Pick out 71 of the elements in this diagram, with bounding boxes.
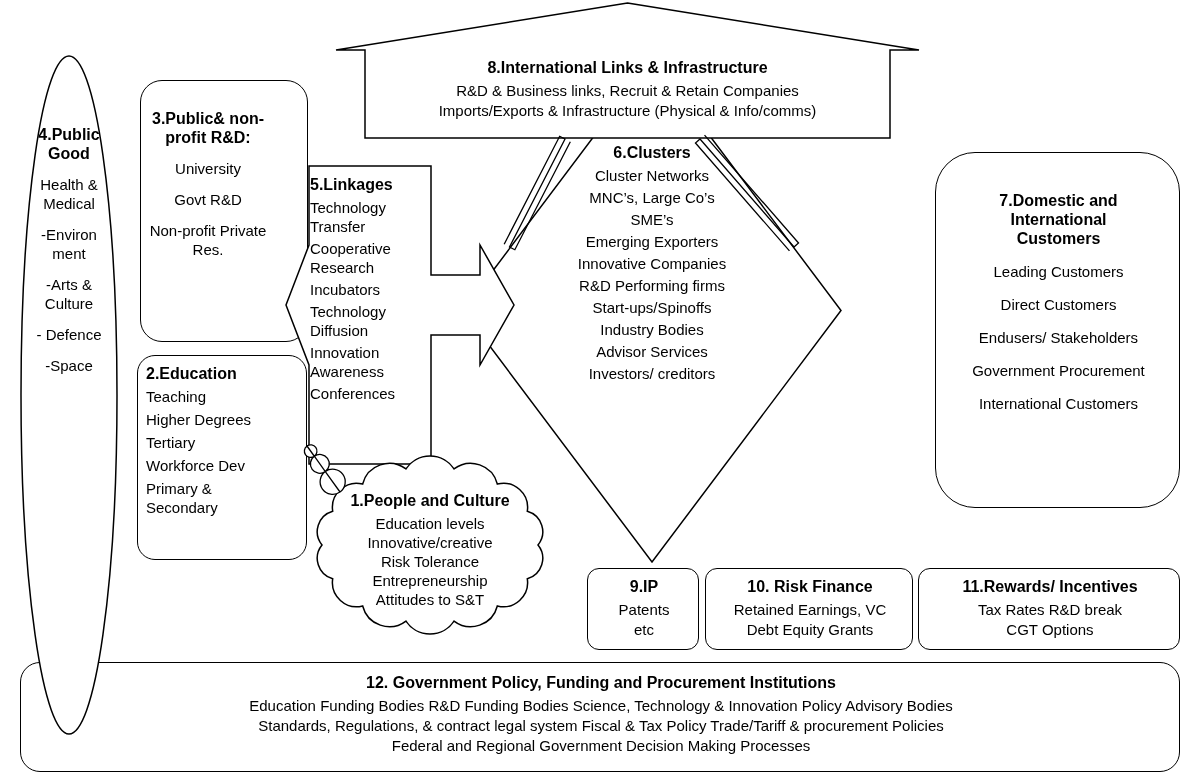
item-text: Risk Tolerance [379,552,481,571]
item-text: Teaching [146,387,208,406]
item-text: Endusers/ Stakeholders [977,328,1140,347]
item-text: Cooperative Research [310,239,392,277]
heading-text: 11.Rewards/ Incentives [961,577,1139,596]
item-text: R&D & Business links, Recruit & Retain Companies [455,81,800,100]
item-text: International Customers [977,394,1140,413]
item-text: -Space [44,356,94,375]
rounded-box [918,568,1180,650]
heading-text: 7.Domestic and International Customers [998,191,1119,248]
item-text: Health & Medical [39,175,99,213]
item-text: Entrepreneurship [371,571,489,590]
item-text: Innovation Awareness [310,343,385,381]
item-text: University [174,159,242,178]
item-text: Technology Diffusion [310,302,387,340]
item-text: Govt R&D [173,190,243,209]
heading-text: 6.Clusters [612,143,692,162]
item-text: Retained Earnings, VC [732,600,888,619]
item-text: Attitudes to S&T [374,590,486,609]
item-text: Primary & Secondary [146,479,219,517]
item-text: -Arts & Culture [43,275,95,313]
item-text: Government Procurement [971,361,1146,380]
item-text: - Defence [35,325,103,344]
item-text: Federal and Regional Government Decision Making Processes [390,736,812,755]
item-text: Investors/ creditors [587,364,717,383]
item-text: Education Funding Bodies R&D Funding Bodies Science, Technology & Innovation Policy Advisory Bodies [248,696,954,715]
item-text: Advisor Services [595,342,709,361]
item-text: Innovative Companies [576,254,728,273]
heading-text: 9.IP [628,577,660,596]
item-text: Non-profit Private Res. [149,221,267,259]
item-text: Incubators [310,280,382,299]
rounded-box [705,568,913,650]
heading-text: 10. Risk Finance [746,577,874,596]
rounded-box [140,80,308,342]
item-text: MNC’s, Large Co’s [588,188,716,207]
item-text: Higher Degrees [146,410,253,429]
item-text: Tax Rates R&D break [976,600,1124,619]
item-text: Patents [617,600,671,619]
item-text: Innovative/creative [366,533,494,552]
rounded-box [20,662,1180,772]
item-text: Education levels [374,514,486,533]
item-text: Leading Customers [992,262,1125,281]
item-text: Tertiary [146,433,197,452]
rounded-box [587,568,699,650]
item-text: Industry Bodies [599,320,705,339]
item-text: R&D Performing firms [578,276,726,295]
item-text: etc [633,620,655,639]
item-text: Direct Customers [999,295,1118,314]
heading-text: 12. Government Policy, Funding and Procurement Institutions [365,673,837,692]
item-text: Debt Equity Grants [745,620,875,639]
thought-bubbles [303,444,346,495]
item-text: Standards, Regulations, & contract legal system Fiscal & Tax Policy Trade/Tariff & procurement Policies [257,716,945,735]
heading-text: 8.International Links & Infrastructure [486,58,769,77]
item-text: SME’s [629,210,675,229]
item-text: Emerging Exporters [584,232,720,251]
item-text: Cluster Networks [593,166,711,185]
heading-text: 1.People and Culture [349,491,511,510]
rounded-box [137,355,307,560]
item-text: -Environ ment [40,225,98,263]
item-text: CGT Options [1005,620,1095,639]
item-text: Imports/Exports & Infrastructure (Physical & Info/comms) [437,101,818,120]
triple-line-connector [694,134,800,252]
item-text: Workforce Dev [146,456,246,475]
rounded-box [935,152,1180,508]
item-text: Technology Transfer [310,198,387,236]
heading-text: 5.Linkages [310,175,394,194]
item-text: Start-ups/Spinoffs [591,298,713,317]
heading-text: 2.Education [146,364,238,383]
item-text: Conferences [310,384,397,403]
heading-text: 3.Public& non-profit R&D: [151,109,265,147]
heading-text: 4.Public Good [37,125,101,163]
